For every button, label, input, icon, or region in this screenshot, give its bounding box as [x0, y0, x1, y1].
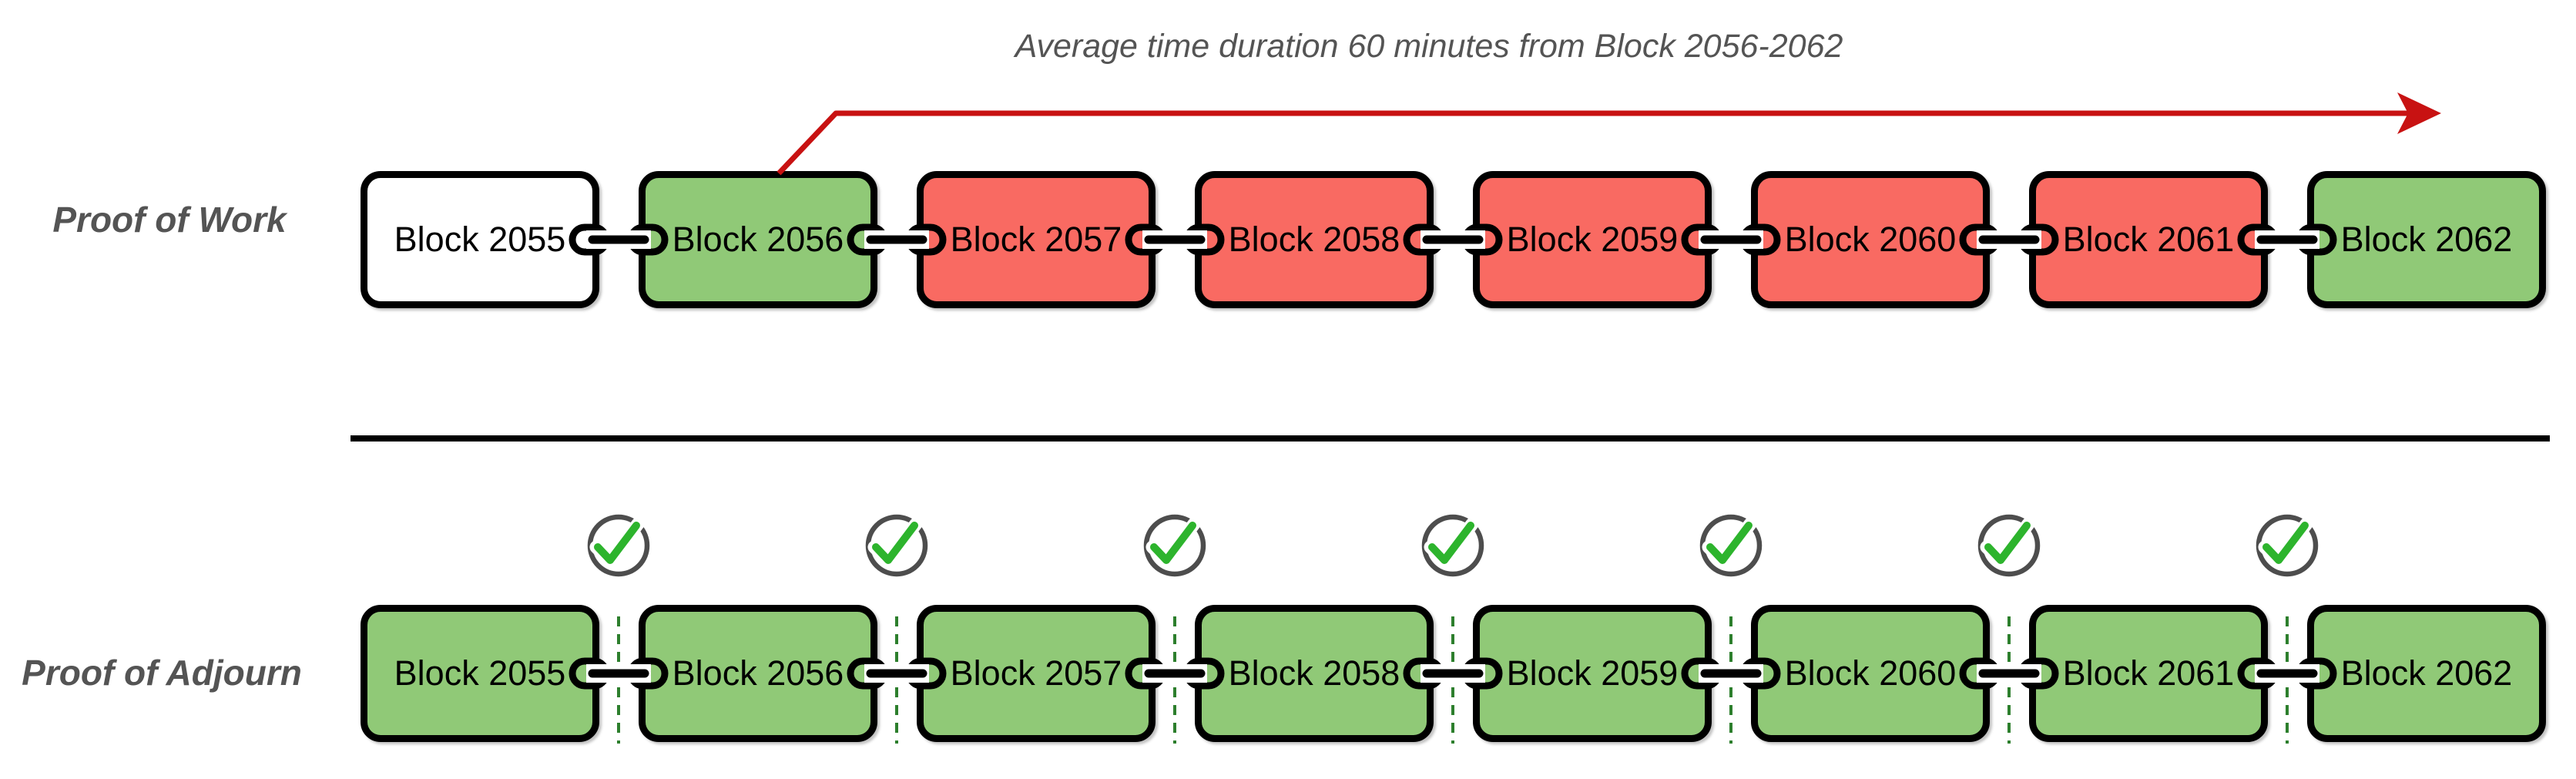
- check-circle-icon: [1132, 503, 1217, 588]
- check-circle-icon: [1689, 503, 1773, 588]
- chain-link-icon: [565, 215, 673, 264]
- chain-link-icon: [1677, 649, 1785, 698]
- chain-link-icon: [1677, 215, 1785, 264]
- chain-link-icon: [1399, 649, 1507, 698]
- row-label-proof-of-adjourn: Proof of Adjourn: [22, 653, 302, 693]
- chain-link-icon: [1121, 649, 1229, 698]
- chain-link-icon: [2233, 649, 2341, 698]
- chain-link-icon: [843, 649, 951, 698]
- block-poa-2057: Block 2057: [917, 605, 1156, 742]
- chain-link-icon: [1121, 215, 1229, 264]
- block-pow-2057: Block 2057: [917, 171, 1156, 308]
- chain-link-icon: [2233, 215, 2341, 264]
- block-pow-2060: Block 2060: [1751, 171, 1990, 308]
- block-pow-2061: Block 2061: [2029, 171, 2268, 308]
- chain-link-icon: [1955, 215, 2063, 264]
- check-circle-icon: [576, 503, 661, 588]
- block-pow-2055: Block 2055: [361, 171, 599, 308]
- block-pow-2058: Block 2058: [1195, 171, 1434, 308]
- chain-link-icon: [843, 215, 951, 264]
- block-poa-2055: Block 2055: [361, 605, 599, 742]
- check-circle-icon: [1410, 503, 1495, 588]
- row-label-proof-of-work: Proof of Work: [52, 200, 287, 240]
- row-divider: [351, 435, 2550, 442]
- check-circle-icon: [1967, 503, 2051, 588]
- check-circle-icon: [2245, 503, 2329, 588]
- block-poa-2060: Block 2060: [1751, 605, 1990, 742]
- block-pow-2056: Block 2056: [639, 171, 877, 308]
- chain-link-icon: [1399, 215, 1507, 264]
- chain-link-icon: [565, 649, 673, 698]
- block-poa-2062: Block 2062: [2307, 605, 2546, 742]
- block-poa-2056: Block 2056: [639, 605, 877, 742]
- check-circle-icon: [854, 503, 939, 588]
- block-poa-2061: Block 2061: [2029, 605, 2268, 742]
- block-poa-2059: Block 2059: [1473, 605, 1712, 742]
- chain-link-icon: [1955, 649, 2063, 698]
- block-poa-2058: Block 2058: [1195, 605, 1434, 742]
- block-pow-2059: Block 2059: [1473, 171, 1712, 308]
- duration-annotation: Average time duration 60 minutes from Bl…: [1015, 28, 1843, 65]
- block-pow-2062: Block 2062: [2307, 171, 2546, 308]
